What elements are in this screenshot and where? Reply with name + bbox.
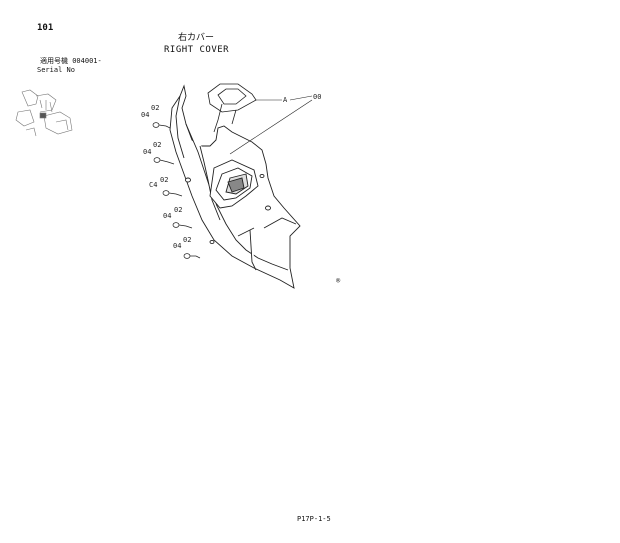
bolt-group (152, 122, 201, 259)
serial-number-label: Serial No (37, 66, 75, 74)
callout-02-mid: 02 (153, 141, 161, 149)
registered-mark: ® (336, 277, 341, 285)
machine-thumbnail (15, 89, 73, 137)
callout-a: A (283, 96, 288, 104)
title-japanese: 右カバー (178, 33, 215, 43)
cover-part-upper (207, 83, 257, 133)
page-number: 101 (37, 23, 54, 33)
callout-02-low: 02 (174, 206, 182, 214)
callout-04-mid: 04 (143, 148, 151, 156)
callout-04-top: 04 (141, 111, 149, 119)
reference-leader (229, 95, 313, 155)
callout-02-bottom: 02 (183, 236, 191, 244)
right-cover-panel (169, 84, 301, 289)
title-english: RIGHT COVER (164, 45, 230, 55)
page-code-footer: P17P-1-5 (297, 515, 331, 523)
serial-applicability-japanese: 適用号機 004001- (40, 57, 102, 65)
callout-c4: C4 (149, 181, 157, 189)
callout-04-low: 04 (163, 212, 171, 220)
callout-02-c4: 02 (160, 176, 168, 184)
callout-00: 00 (313, 93, 321, 101)
callout-02-top: 02 (151, 104, 159, 112)
callout-04-bottom: 04 (173, 242, 181, 250)
